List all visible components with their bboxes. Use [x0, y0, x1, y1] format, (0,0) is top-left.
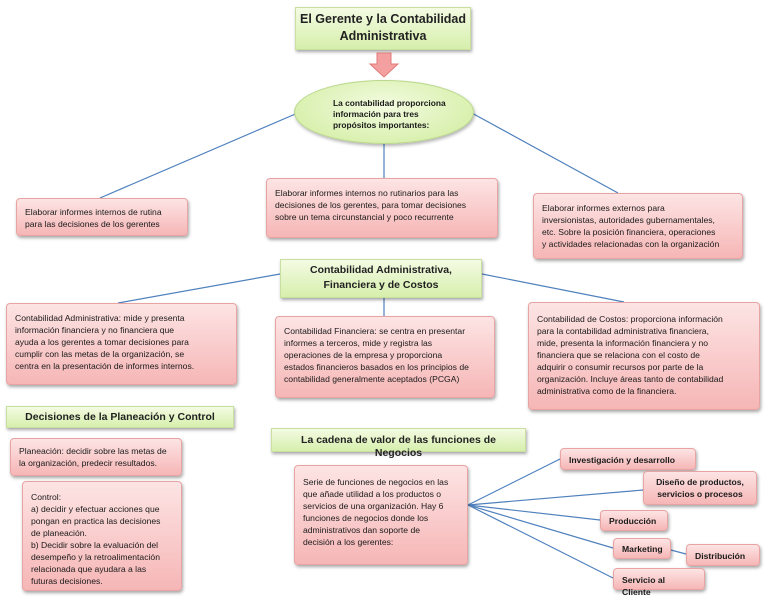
- title-box: El Gerente y la Contabilidad Administrat…: [295, 7, 471, 50]
- purpose-box-2: Elaborar informes internos no rutinarios…: [266, 178, 498, 238]
- type-text-financiera: Contabilidad Financiera: se centra en pr…: [284, 326, 469, 384]
- function-box-produccion: Producción: [600, 510, 668, 531]
- function-box-investigacion: Investigación y desarrollo: [560, 448, 696, 470]
- chain-box: Serie de funciones de negocios en las qu…: [294, 465, 468, 565]
- function-box-marketing: Marketing: [613, 538, 671, 559]
- function-box-servicio: Servicio al Cliente: [613, 568, 705, 597]
- control-text: Control: a) decidir y efectuar acciones …: [31, 492, 161, 586]
- type-box-financiera: Contabilidad Financiera: se centra en pr…: [275, 316, 495, 398]
- types-title-box: Contabilidad Administrativa, Financiera …: [280, 259, 482, 298]
- chain-text: Serie de funciones de negocios en las qu…: [303, 477, 449, 547]
- types-title-text: Contabilidad Administrativa, Financiera …: [310, 264, 452, 291]
- type-box-administrativa: Contabilidad Administrativa: mide y pres…: [6, 303, 237, 385]
- down-arrow-icon: [369, 52, 399, 78]
- control-box: Control: a) decidir y efectuar acciones …: [22, 481, 182, 591]
- function-text-servicio: Servicio al Cliente: [622, 575, 665, 597]
- function-box-distribucion: Distribución: [686, 544, 760, 566]
- purpose-box-3: Elaborar informes externos para inversio…: [533, 193, 743, 259]
- planning-text: Planeación: decidir sobre las metas de l…: [19, 446, 167, 468]
- purpose-box-1: Elaborar informes internos de rutina par…: [16, 198, 188, 236]
- function-text-distribucion: Distribución: [695, 551, 746, 561]
- type-box-costos: Contabilidad de Costos: proporciona info…: [528, 302, 760, 410]
- function-text-produccion: Producción: [609, 516, 657, 526]
- function-box-diseno: Diseño de productos, servicios o proceso…: [643, 471, 757, 505]
- chain-title-text: La cadena de valor de las funciones de N…: [301, 434, 496, 459]
- purpose-text-1: Elaborar informes internos de rutina par…: [25, 207, 162, 229]
- planning-title-text: Decisiones de la Planeación y Control: [25, 411, 215, 423]
- purpose-text-3: Elaborar informes externos para inversio…: [542, 203, 720, 249]
- function-text-diseno: Diseño de productos, servicios o proceso…: [656, 477, 744, 499]
- type-text-costos: Contabilidad de Costos: proporciona info…: [537, 314, 724, 396]
- planning-title-box: Decisiones de la Planeación y Control: [6, 406, 234, 428]
- purpose-text-2: Elaborar informes internos no rutinarios…: [275, 188, 467, 222]
- planning-box: Planeación: decidir sobre las metas de l…: [10, 438, 182, 476]
- chain-title-box: La cadena de valor de las funciones de N…: [271, 428, 526, 459]
- function-text-investigacion: Investigación y desarrollo: [569, 455, 676, 465]
- function-text-marketing: Marketing: [622, 544, 663, 554]
- purpose-text: La contabilidad proporciona información …: [333, 98, 446, 130]
- title-text: El Gerente y la Contabilidad Administrat…: [300, 12, 467, 43]
- purpose-ellipse: La contabilidad proporciona información …: [294, 80, 474, 144]
- type-text-administrativa: Contabilidad Administrativa: mide y pres…: [15, 313, 195, 371]
